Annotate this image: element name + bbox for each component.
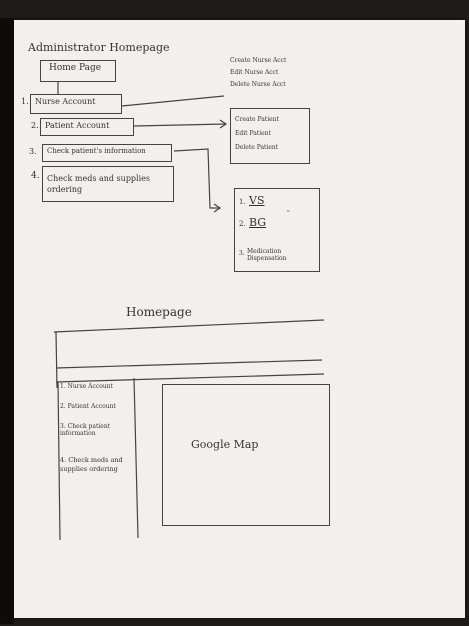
info-arrowhead xyxy=(213,203,222,213)
menu-label-patient-info: Check patient's information xyxy=(47,147,146,155)
menu-num-4: 4. xyxy=(31,171,40,181)
info-label-medication[interactable]: Medication Dispensation xyxy=(247,248,287,262)
info-connector xyxy=(173,148,220,209)
info-num-1: 1. xyxy=(239,198,246,206)
connector-lines xyxy=(53,82,325,541)
menu-label-patient: Patient Account xyxy=(45,121,110,130)
patient-arrow xyxy=(133,123,227,127)
info-num-2: 2. xyxy=(239,220,246,228)
nurse-action-create[interactable]: Create Nurse Acct xyxy=(230,57,287,64)
patient-arrowhead xyxy=(219,119,228,129)
menu-box-nurse[interactable]: 1. Nurse Account xyxy=(21,94,122,114)
wireframe-left-border xyxy=(57,381,61,541)
patient-info-box: 1. VS 2. BG " 3. Medication Dispensation xyxy=(234,188,320,272)
menu-label-meds: Check meds and supplies ordering xyxy=(47,174,151,195)
wireframe-top-border xyxy=(53,319,325,333)
nurse-action-edit[interactable]: Edit Nurse Acct xyxy=(230,69,279,76)
patient-action-delete[interactable]: Delete Patient xyxy=(235,144,279,151)
sidebar-divider xyxy=(133,377,139,539)
sidebar-item-nurse[interactable]: 1. Nurse Account xyxy=(60,383,113,390)
nurse-actions-group: Create Nurse Acct Edit Nurse Acct Delete… xyxy=(226,56,316,102)
photo-background-strip xyxy=(0,18,14,624)
sketch-paper: Administrator Homepage Home Page 1. Nurs… xyxy=(14,20,465,618)
menu-num-2: 2. xyxy=(31,121,39,130)
wireframe-left-top xyxy=(55,331,58,389)
wireframe-nav-line xyxy=(55,373,325,383)
google-map-label: Google Map xyxy=(191,438,259,451)
info-label-vs[interactable]: VS xyxy=(249,194,265,207)
wireframe-header-line xyxy=(55,359,323,369)
flow-title: Administrator Homepage xyxy=(28,41,170,54)
menu-box-meds[interactable]: 4. Check meds and supplies ordering xyxy=(31,166,174,202)
menu-box-patient[interactable]: 2. Patient Account xyxy=(31,118,134,136)
nurse-arrow xyxy=(121,95,225,107)
nurse-action-delete[interactable]: Delete Nurse Acct xyxy=(230,81,286,88)
google-map-box[interactable]: Google Map xyxy=(162,384,330,526)
patient-actions-box: Create Patient Edit Patient Delete Patie… xyxy=(230,108,310,164)
sidebar-item-patient[interactable]: 2. Patient Account xyxy=(60,403,116,410)
info-label-bg[interactable]: BG xyxy=(249,216,267,229)
sidebar-item-patient-info[interactable]: 3. Check patient information xyxy=(60,423,111,437)
patient-action-edit[interactable]: Edit Patient xyxy=(235,130,271,137)
info-ditto-mark: " xyxy=(287,210,290,217)
wireframe-title: Homepage xyxy=(126,305,192,319)
home-page-label: Home Page xyxy=(49,63,102,73)
menu-num-3: 3. xyxy=(29,147,37,156)
menu-label-nurse: Nurse Account xyxy=(35,97,96,106)
home-page-box[interactable]: Home Page xyxy=(40,60,116,82)
menu-box-patient-info[interactable]: 3. Check patient's information xyxy=(29,144,172,162)
patient-action-create[interactable]: Create Patient xyxy=(235,116,279,123)
sidebar-item-meds[interactable]: 4. Check meds and supplies ordering xyxy=(60,456,123,473)
info-num-3: 3. xyxy=(239,250,245,257)
menu-num-1: 1. xyxy=(21,97,29,106)
